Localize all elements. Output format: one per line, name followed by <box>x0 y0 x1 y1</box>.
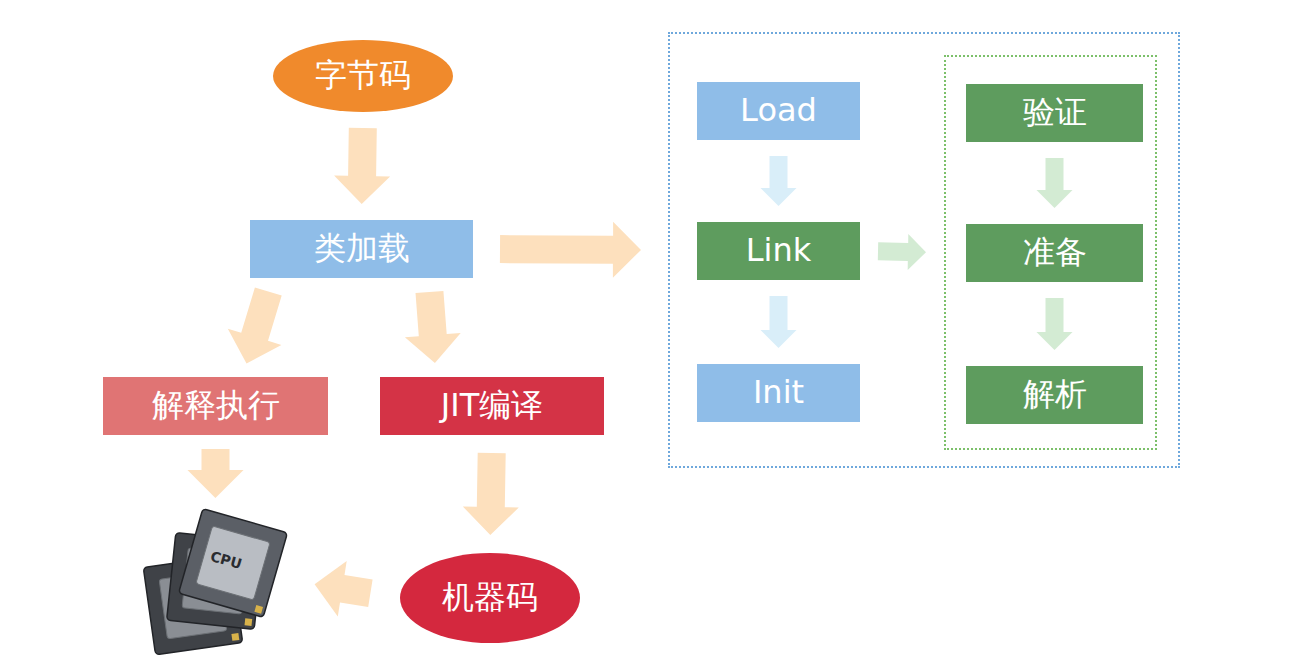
block-arrow <box>500 222 641 278</box>
stage-box: Init <box>697 364 860 422</box>
cpu-illustration <box>140 512 285 647</box>
start-ellipse: 字节码 <box>273 40 453 112</box>
substage-box: 验证 <box>966 84 1143 142</box>
stage-container: LoadLinkInit 验证准备解析 <box>668 32 1180 468</box>
stage-box: Load <box>697 82 860 140</box>
node-label: Link <box>746 233 812 268</box>
process-box: 解释执行 <box>103 377 328 435</box>
node-label: JIT编译 <box>441 388 543 423</box>
node-label: 字节码 <box>315 58 411 93</box>
substage-box: 解析 <box>966 366 1143 424</box>
block-arrow <box>334 128 390 204</box>
block-arrow <box>761 296 797 348</box>
node-label: 准备 <box>1023 235 1087 270</box>
stage-box: Link <box>697 222 860 280</box>
node-label: 解析 <box>1023 377 1087 412</box>
substage-box: 准备 <box>966 224 1143 282</box>
node-label: Load <box>740 93 817 128</box>
block-arrow <box>878 234 926 270</box>
node-label: 解释执行 <box>152 388 280 423</box>
block-arrow <box>315 561 373 616</box>
node-label: 类加载 <box>314 231 410 266</box>
block-arrow <box>228 287 282 363</box>
cpu-chip: CPU <box>140 512 285 647</box>
process-box: 类加载 <box>250 220 473 278</box>
block-arrow <box>1037 158 1073 208</box>
output-ellipse: 机器码 <box>400 553 580 643</box>
node-label: 机器码 <box>442 580 538 615</box>
block-arrow <box>188 449 244 498</box>
substage-container: 验证准备解析 <box>944 55 1157 450</box>
block-arrow <box>405 291 461 363</box>
block-arrow <box>1037 298 1073 350</box>
node-label: Init <box>753 375 804 410</box>
block-arrow <box>761 156 797 206</box>
node-label: 验证 <box>1023 95 1087 130</box>
block-arrow <box>463 453 519 535</box>
process-box: JIT编译 <box>380 377 604 435</box>
